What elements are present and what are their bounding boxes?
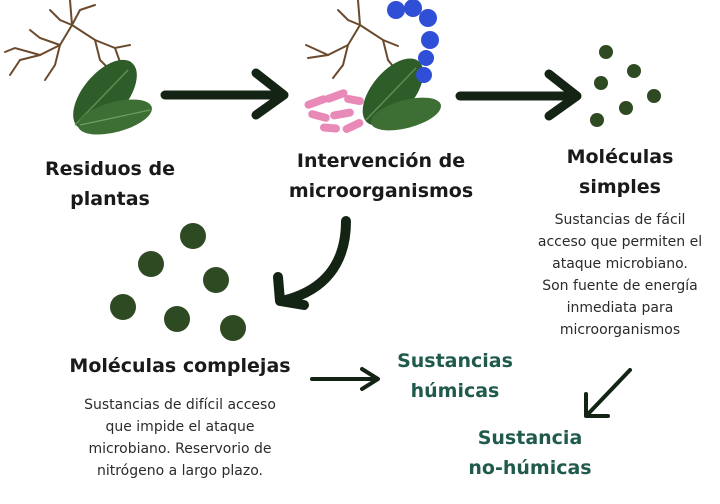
complejas-desc-line: microbiano. Reservorio de	[88, 441, 272, 457]
node-complejas-label: Moléculas complejas	[55, 351, 305, 381]
nohumicas-line1: Sustancia	[477, 427, 583, 449]
node-simples-description: Sustancias de fácil acceso que permiten …	[520, 209, 720, 341]
molecule-dot	[627, 64, 641, 78]
blue-cocci-bacteria	[387, 0, 439, 83]
residuos-line1: Residuos de	[45, 158, 175, 180]
molecule-dot	[138, 251, 164, 277]
intervencion-line1: Intervención de	[296, 150, 466, 172]
node-humicas-label: Sustancias húmicas	[385, 346, 525, 406]
molecule-dot	[590, 113, 604, 127]
simples-desc-line: inmediata para	[566, 300, 674, 316]
complejas-title: Moléculas complejas	[69, 355, 291, 377]
arrow-complejas-to-humicas	[310, 367, 380, 391]
complejas-desc-line: nitrógeno a largo plazo.	[96, 463, 264, 479]
complex-molecules-dots	[110, 223, 246, 341]
molecule-dot	[180, 223, 206, 249]
pink-bacilli-bacteria	[304, 89, 364, 133]
arrow-intervencion-to-complejas	[273, 216, 351, 310]
molecule-dot	[110, 294, 136, 320]
humicas-line2: húmicas	[410, 380, 500, 402]
roots-graphic	[4, 0, 131, 81]
complejas-desc-line: Sustancias de difícil acceso	[84, 397, 276, 413]
simple-molecules-dots	[590, 45, 661, 127]
nohumicas-line2: no-húmicas	[468, 457, 592, 479]
node-nohumicas-label: Sustancia no-húmicas	[455, 423, 605, 483]
plant-residue-illustration	[4, 0, 152, 135]
molecule-dot	[647, 89, 661, 103]
molecule-dot	[619, 101, 633, 115]
arrow-intervencion-to-simples	[455, 69, 582, 121]
arrow-simples-to-nohumicas	[584, 368, 632, 418]
simples-desc-line: Son fuente de energía	[542, 278, 698, 294]
roots-graphic	[305, 0, 399, 79]
simples-line2: simples	[579, 176, 661, 198]
microorganism-illustration	[304, 0, 441, 133]
node-residuos-label: Residuos de plantas	[30, 154, 190, 214]
simples-desc-line: ataque microbiano.	[552, 256, 688, 272]
molecule-dot	[164, 306, 190, 332]
arrow-residuos-to-intervencion	[160, 68, 289, 120]
molecule-dot	[203, 267, 229, 293]
leaves-graphic	[73, 59, 152, 135]
intervencion-line2: microorganismos	[288, 180, 474, 202]
simples-desc-line: acceso que permiten el	[537, 234, 703, 250]
molecule-dot	[599, 45, 613, 59]
molecule-dot	[594, 76, 608, 90]
complejas-desc-line: que impide el ataque	[105, 419, 255, 435]
node-intervencion-label: Intervención de microorganismos	[270, 146, 492, 206]
residuos-line2: plantas	[70, 188, 150, 210]
node-simples-label: Moléculas simples	[545, 142, 695, 202]
humicas-line1: Sustancias	[397, 350, 513, 372]
node-complejas-description: Sustancias de difícil acceso que impide …	[55, 394, 305, 482]
leaves-graphic	[362, 58, 441, 131]
simples-desc-line: microorganismos	[559, 322, 681, 338]
molecule-dot	[220, 315, 246, 341]
simples-line1: Moléculas	[566, 146, 674, 168]
simples-desc-line: Sustancias de fácil	[554, 212, 686, 228]
